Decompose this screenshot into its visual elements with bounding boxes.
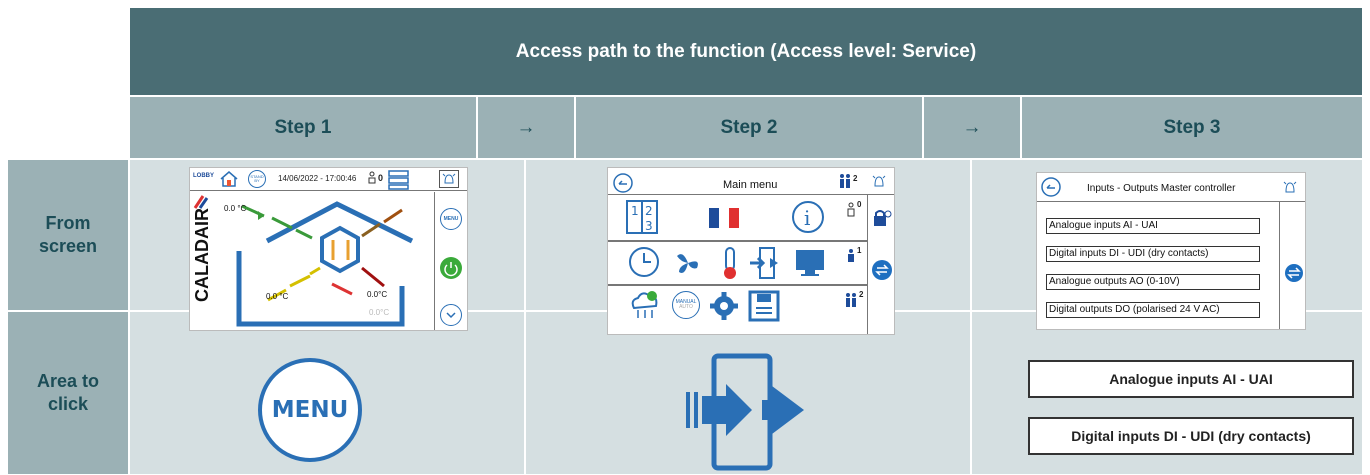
users-icon [840, 174, 850, 188]
bell-button[interactable] [439, 170, 459, 188]
divider-row1 [608, 240, 867, 242]
auto-label: AUTO [679, 304, 693, 310]
flag-icon[interactable] [708, 206, 742, 230]
user-level-2: 2 [859, 290, 864, 299]
user-level-1: 1 [857, 246, 862, 255]
swap-button[interactable] [872, 260, 892, 280]
swap-icon [875, 264, 889, 276]
screen-title: Main menu [723, 179, 778, 191]
temp-extract: 0.0 °C [266, 292, 289, 301]
brand-logo: CALADAIR [192, 208, 212, 302]
user-level-top: 2 [853, 174, 858, 183]
person-icon [368, 171, 376, 184]
svg-text:3: 3 [645, 219, 653, 233]
menu-large-label: MENU [271, 397, 349, 423]
svg-text:2: 2 [645, 204, 653, 218]
temp-supply: 0.0°C [367, 290, 388, 299]
menu-label: MENU [443, 216, 459, 222]
gear-icon[interactable] [708, 290, 740, 322]
table-title: Access path to the function (Access leve… [130, 8, 1362, 95]
row-label-area-to-click: Area to click [8, 312, 128, 474]
lock-icon[interactable] [872, 208, 892, 228]
fan-speed-icon [388, 170, 409, 190]
chevron-down-icon [446, 312, 456, 319]
input-output-icon[interactable] [748, 246, 784, 280]
clock-icon[interactable] [628, 246, 660, 278]
arrow-1: → [478, 97, 574, 158]
person-icon [847, 202, 855, 217]
user-level-0: 0 [857, 200, 862, 209]
house-icon[interactable] [219, 170, 239, 188]
monitor-icon[interactable] [794, 248, 826, 278]
power-icon [444, 262, 458, 277]
step-3-header: Step 3 [1022, 97, 1362, 158]
temp-supply-2: 0.0°C [369, 308, 390, 317]
back-icon[interactable] [612, 172, 634, 194]
row-label-from-screen: From screen [8, 160, 128, 310]
sidebar-divider [867, 194, 868, 334]
from-screen-text: From screen [38, 212, 98, 256]
divider [190, 190, 467, 191]
step-2-header: Step 2 [576, 97, 922, 158]
input-output-icon-large[interactable] [686, 352, 806, 472]
airflow-diagram [236, 201, 414, 327]
step2-click-cell [526, 312, 970, 474]
screen-title: Inputs - Outputs Master controller [1087, 183, 1236, 194]
users-icon [846, 293, 856, 307]
divider [1037, 201, 1305, 202]
back-icon[interactable] [1040, 176, 1062, 198]
standby-label: STAND BY [250, 174, 264, 183]
bell-icon[interactable] [1281, 179, 1299, 197]
menu-item-analogue-inputs[interactable]: Analogue inputs AI - UAI [1046, 218, 1260, 234]
menu-button[interactable]: MENU [440, 208, 462, 230]
save-icon[interactable] [748, 290, 780, 322]
datetime: 14/06/2022 - 17:00:46 [278, 174, 357, 183]
occupancy-count: 0 [378, 173, 384, 183]
fan-icon[interactable] [673, 248, 703, 278]
swap-button[interactable] [1285, 264, 1303, 282]
divider-row2 [608, 284, 867, 286]
click-analogue-inputs[interactable]: Analogue inputs AI - UAI [1028, 360, 1354, 398]
scroll-down-button[interactable] [440, 304, 462, 326]
svg-text:i: i [804, 206, 810, 230]
info-icon[interactable]: i [791, 200, 825, 234]
bell-icon[interactable] [870, 173, 888, 191]
swap-icon [1287, 267, 1301, 279]
cloud-icon[interactable] [628, 288, 662, 322]
person-icon [848, 249, 854, 262]
sidebar-divider [434, 192, 435, 330]
menu-click-target[interactable]: MENU [258, 358, 362, 462]
sidebar-divider [1279, 201, 1280, 329]
inputs-outputs-screen: Inputs - Outputs Master controller [1036, 172, 1306, 330]
menu-button-large[interactable]: MENU [258, 358, 362, 462]
brand-mark [193, 195, 209, 209]
click-digital-inputs[interactable]: Digital inputs DI - UDI (dry contacts) [1028, 417, 1354, 455]
temp-outdoor: 0.0 °C [224, 204, 247, 213]
menu-item-digital-outputs[interactable]: Digital outputs DO (polarised 24 V AC) [1046, 302, 1260, 318]
home-screen: LOBBY STAND BY 14/06/2022 - 17:00:46 0 C… [189, 167, 468, 331]
area-to-click-text: Area to click [36, 370, 99, 414]
arrow-2: → [924, 97, 1020, 158]
menu-item-analogue-outputs[interactable]: Analogue outputs AO (0-10V) [1046, 274, 1260, 290]
svg-text:1: 1 [631, 204, 639, 218]
bell-icon [442, 173, 456, 184]
menu-item-digital-inputs[interactable]: Digital inputs DI - UDI (dry contacts) [1046, 246, 1260, 262]
power-button[interactable] [440, 257, 462, 279]
thermometer-icon[interactable] [720, 246, 740, 280]
standby-button[interactable]: STAND BY [248, 170, 266, 188]
manual-label: MANUAL [675, 298, 697, 305]
divider [608, 194, 894, 195]
step-1-header: Step 1 [130, 97, 476, 158]
lobby-label: LOBBY [193, 173, 214, 179]
